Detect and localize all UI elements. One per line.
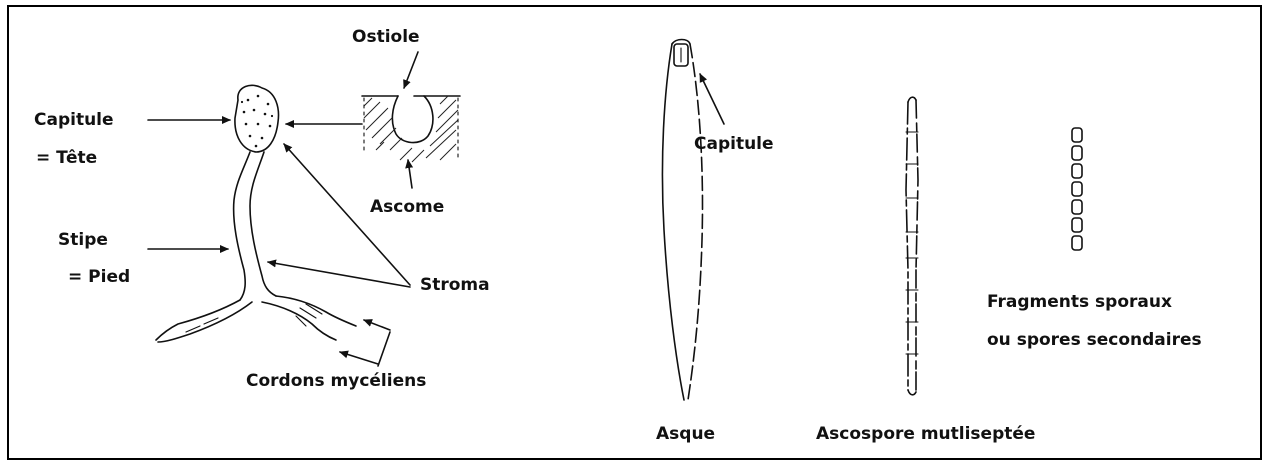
cordon-right-lower xyxy=(262,302,336,340)
fragment-6 xyxy=(1072,218,1082,232)
capitule-head xyxy=(235,85,279,152)
label-ascome: Ascome xyxy=(370,197,444,217)
asque-drawing xyxy=(662,40,724,401)
arrow-cordon-stem xyxy=(378,332,390,366)
spore-fragments xyxy=(1072,128,1082,250)
fragment-2 xyxy=(1072,146,1082,160)
label-ascospore: Ascospore mutliseptée xyxy=(816,424,1035,444)
label-ostiole: Ostiole xyxy=(352,27,420,47)
perithecium xyxy=(392,96,433,143)
stipe-right-edge xyxy=(250,152,276,296)
fragment-7 xyxy=(1072,236,1082,250)
label-fragments-line1: Fragments sporaux xyxy=(987,292,1172,312)
asque-right-edge xyxy=(688,44,703,400)
arrow-ostiole xyxy=(404,52,418,88)
cordon-left-lower xyxy=(158,302,252,342)
cordon-right-upper xyxy=(276,296,356,326)
fragment-5 xyxy=(1072,200,1082,214)
label-stroma: Stroma xyxy=(420,275,490,295)
fragment-4 xyxy=(1072,182,1082,196)
label-pied: = Pied xyxy=(68,267,130,287)
label-capitule-asque: Capitule xyxy=(694,134,774,154)
ascospore-left-edge xyxy=(906,102,908,390)
label-stipe: Stipe xyxy=(58,230,108,250)
arrow-cordon-2 xyxy=(340,352,378,364)
ascome-inset xyxy=(362,96,460,162)
ascospore-drawing xyxy=(906,97,918,395)
arrow-capitule-asque xyxy=(700,74,724,124)
label-cordons: Cordons mycéliens xyxy=(246,371,426,391)
arrow-cordon-1 xyxy=(364,320,390,330)
label-capitule: Capitule xyxy=(34,110,114,130)
stroma-hatching xyxy=(364,96,458,162)
fragment-1 xyxy=(1072,128,1082,142)
label-asque: Asque xyxy=(656,424,715,444)
stipe-left-edge xyxy=(234,152,250,300)
fragment-3 xyxy=(1072,164,1082,178)
capitule-dots xyxy=(241,95,273,148)
ascospore-right-edge xyxy=(916,100,918,392)
label-tete: = Tête xyxy=(36,148,97,168)
asque-left-edge xyxy=(662,44,684,400)
arrow-ascome xyxy=(408,160,412,188)
cordon-left-upper xyxy=(156,300,240,340)
arrow-stroma-stipe xyxy=(268,262,410,287)
label-fragments-line2: ou spores secondaires xyxy=(987,330,1202,350)
